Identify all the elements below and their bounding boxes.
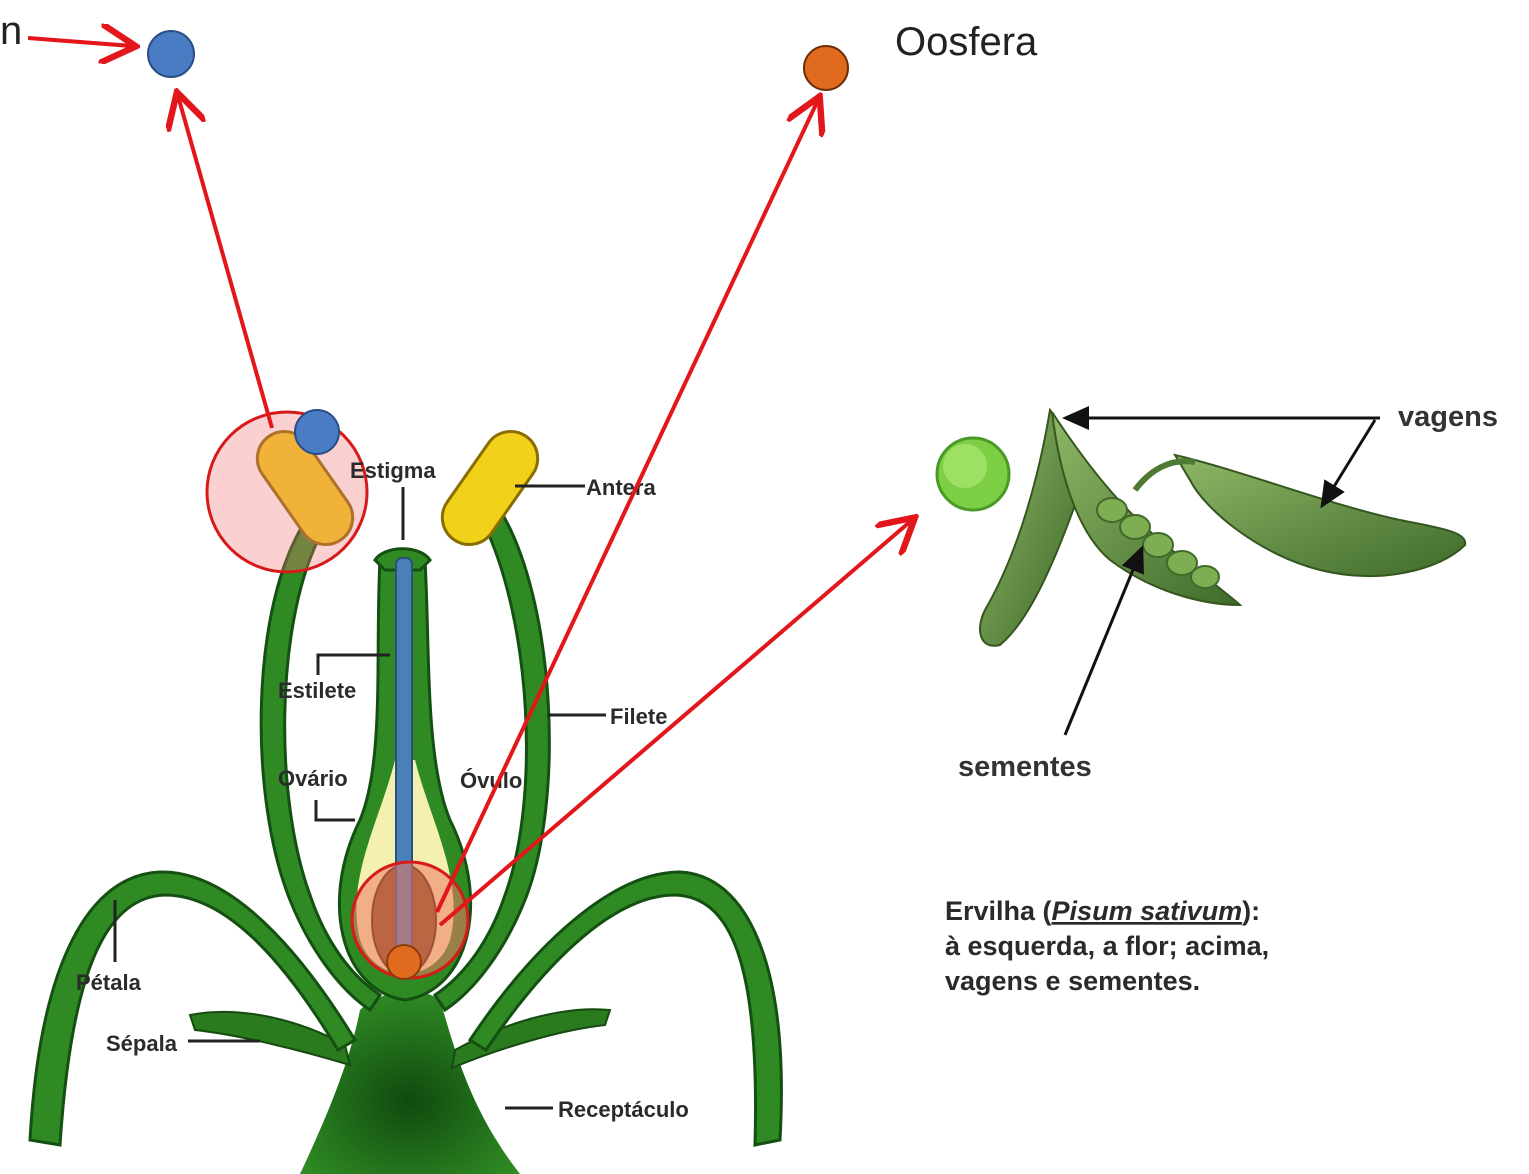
label-estigma: Estigma bbox=[350, 458, 436, 483]
caption-line-3: vagens e sementes. bbox=[945, 966, 1200, 996]
arrow-anther-to-pollen bbox=[178, 96, 272, 428]
pollen-grain-on-anther bbox=[295, 410, 339, 454]
oosfera-cell bbox=[804, 46, 848, 90]
label-receptaculo: Receptáculo bbox=[558, 1097, 689, 1122]
label-sepala: Sépala bbox=[106, 1031, 178, 1056]
label-sementes: sementes bbox=[958, 751, 1092, 783]
caption-line-1: Ervilha (Pisum sativum): bbox=[945, 896, 1260, 926]
pea-seed-highlight bbox=[943, 444, 987, 488]
anther-right bbox=[432, 421, 549, 555]
caption-suffix: ): bbox=[1242, 896, 1260, 926]
caption: Ervilha (Pisum sativum): à esquerda, a f… bbox=[945, 896, 1269, 996]
pollen-nucleus bbox=[148, 31, 194, 77]
egg-cell-in-ovule bbox=[387, 945, 421, 979]
highlight-anther bbox=[207, 412, 367, 572]
label-antera: Antera bbox=[586, 475, 656, 500]
label-oosfera: Oosfera bbox=[895, 20, 1038, 64]
label-estilete: Estilete bbox=[278, 678, 356, 703]
caption-line-2: à esquerda, a flor; acima, bbox=[945, 931, 1269, 961]
caption-prefix: Ervilha ( bbox=[945, 896, 1052, 926]
caption-species: Pisum sativum bbox=[1052, 896, 1243, 926]
label-vagens: vagens bbox=[1398, 401, 1498, 433]
pea-pods-photo bbox=[937, 410, 1465, 646]
label-ovario: Ovário bbox=[278, 766, 348, 791]
label-n: n bbox=[0, 9, 22, 53]
label-ovulo: Óvulo bbox=[460, 768, 522, 793]
flower-diagram bbox=[30, 410, 781, 1174]
arrow-to-n bbox=[28, 38, 132, 46]
pea-pointers bbox=[1065, 418, 1380, 735]
pod-closed bbox=[1175, 455, 1465, 576]
label-petala: Pétala bbox=[76, 970, 142, 995]
label-filete: Filete bbox=[610, 704, 667, 729]
